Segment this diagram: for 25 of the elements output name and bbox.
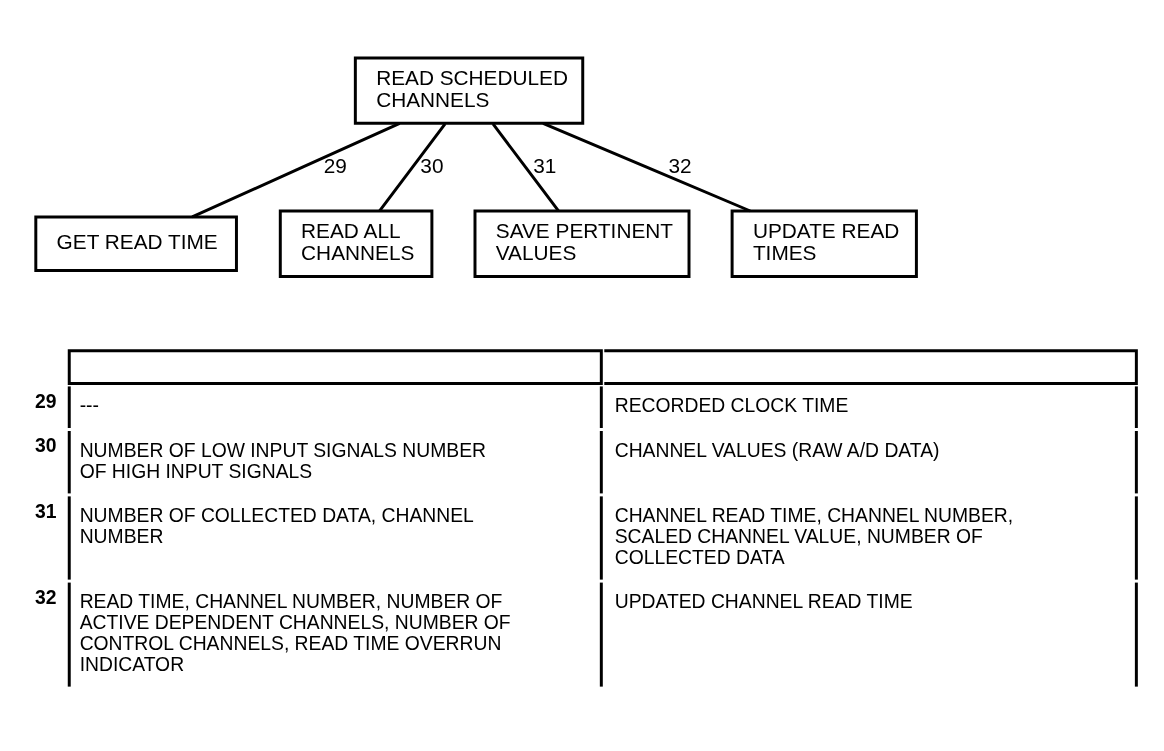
label: --- [79,394,99,416]
connector [191,121,401,218]
edge-label: 30 [420,153,444,177]
label: CHANNEL READ TIME, CHANNEL NUMBER, SCALED CHANNEL VALUE, NUMBER OF COLLECTED DATA [614,504,1014,568]
edge-label: 29 [323,153,347,177]
edge-label: 31 [533,153,557,177]
edge-label: 32 [668,153,692,177]
node-box: READ ALL CHANNELS [278,209,434,278]
connector [378,122,447,212]
connector [542,121,751,212]
connector [491,122,560,212]
node-box: GET READ TIME [34,215,238,272]
label: RECORDED CLOCK TIME [614,394,849,416]
label: NUMBER OF LOW INPUT SIGNALS NUMBER OF HIGH INPUT SIGNALS [79,439,486,482]
label: 29 [35,390,57,412]
label: 31 [35,500,57,522]
node-box: SAVE PERTINENT VALUES [473,209,691,278]
label: 32 [35,586,57,608]
node-box: UPDATE READ TIMES [730,209,918,278]
label: 30 [35,434,57,456]
label: NUMBER OF COLLECTED DATA, CHANNEL NUMBER [79,504,474,547]
label: UPDATED CHANNEL READ TIME [614,590,913,612]
label: READ TIME, CHANNEL NUMBER, NUMBER OF ACTIVE DEPENDENT CHANNELS, NUMBER OF CONTROL CHANNELS, READ TIME OVERRUN INDICATOR [79,590,511,675]
node-box: READ SCHEDULED CHANNELS [353,55,585,125]
label: CHANNEL VALUES (RAW A/D DATA) [614,439,940,461]
